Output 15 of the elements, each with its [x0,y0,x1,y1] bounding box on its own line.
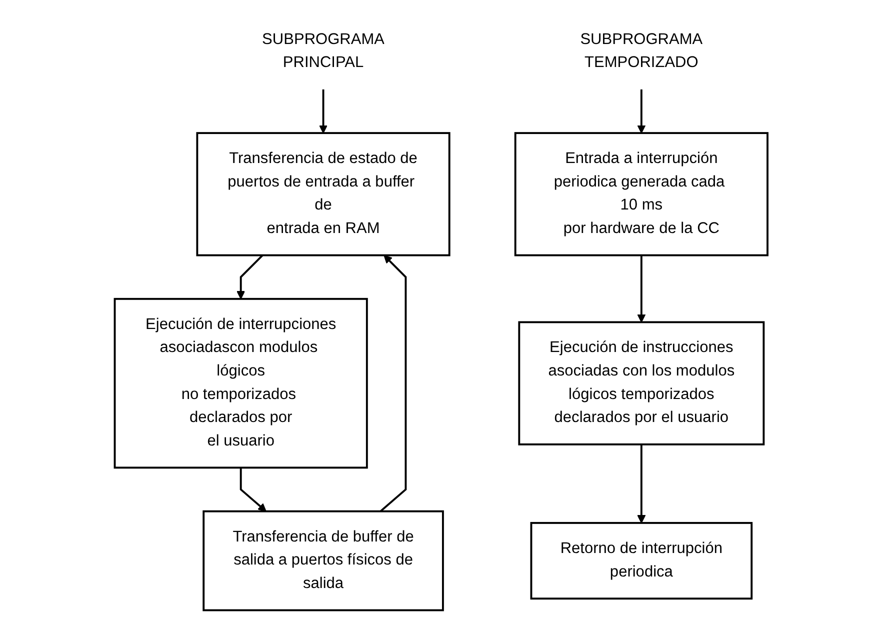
arrow [236,254,264,300]
node-box: Ejecución de instrucciones asociadas con los modulos lógicos temporizados declarados por el usuario [518,321,764,446]
arrow [380,254,407,512]
node-text: SUBPROGRAMA TEMPORIZADO [580,31,703,71]
arrow [637,89,646,134]
node-box: Entrada a interrupción periodica generada cada 10 ms por hardware de la CC [514,132,768,256]
arrow [240,468,266,512]
node-box: Transferencia de estado de puertos de entrada a buffer de entrada en RAM [196,132,450,256]
arrow [637,444,646,524]
node-box: Transferencia de buffer de salida a puertos físicos de salida [202,510,444,612]
node-text: SUBPROGRAMA PRINCIPAL [262,31,384,71]
node-box: Ejecución de interrupciones asociadascon modulos lógicos no temporizados declarados por el usuario [114,298,368,469]
arrow [318,89,328,134]
node-box: Retorno de interrupción periodica [530,522,752,600]
arrow [637,255,646,323]
